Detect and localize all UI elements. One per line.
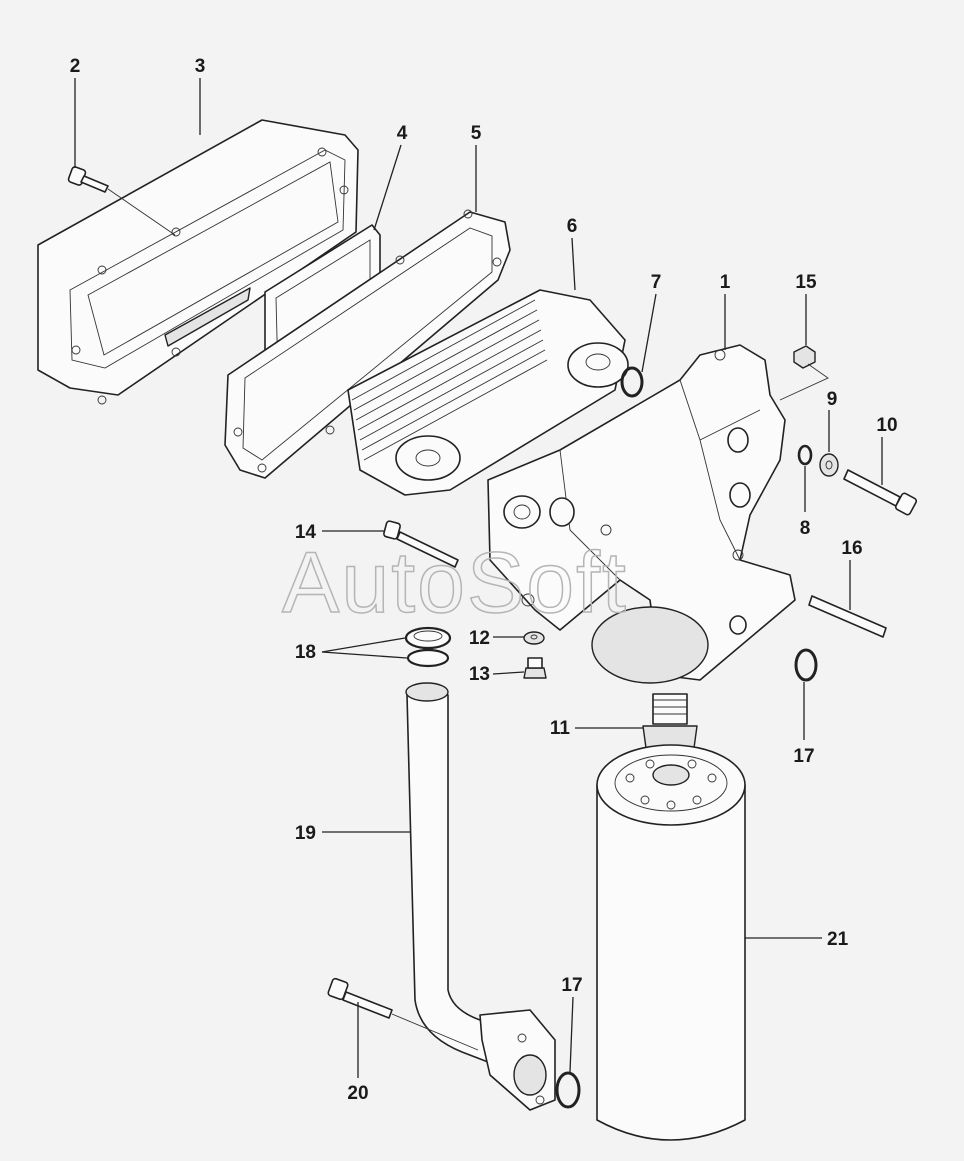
part-19-oil-pipe (405, 682, 556, 1111)
callout-5: 5 (471, 123, 482, 144)
part-9-washer (819, 453, 839, 477)
part-6-cooler-core (347, 289, 629, 496)
callout-20: 20 (347, 1083, 368, 1104)
part-15-nut (779, 345, 829, 401)
callout-7: 7 (651, 272, 662, 293)
callout-2: 2 (70, 56, 81, 77)
callout-17-lower: 17 (561, 975, 582, 996)
callout-8: 8 (800, 518, 811, 539)
callout-9: 9 (827, 389, 838, 410)
part-7-o-ring (620, 366, 644, 398)
part-18-seals (404, 626, 452, 668)
part-1-housing (487, 344, 796, 684)
callout-15: 15 (795, 272, 817, 293)
part-14-bolt (383, 520, 459, 568)
part-2-bolt (67, 166, 176, 236)
part-5-gasket (224, 209, 511, 479)
part-8-o-ring (797, 444, 813, 466)
callout-11: 11 (550, 718, 571, 739)
callout-3: 3 (195, 56, 206, 77)
callout-10: 10 (876, 415, 897, 436)
callout-18: 18 (295, 642, 316, 663)
part-13-plug (523, 657, 547, 679)
callout-6: 6 (567, 216, 578, 237)
part-3-cooler-cover (37, 119, 359, 405)
callout-13: 13 (469, 664, 490, 685)
watermark-text: AutoSoft (282, 535, 628, 631)
callout-14: 14 (295, 522, 317, 543)
callout-4: 4 (397, 123, 408, 144)
callout-21: 21 (827, 929, 849, 950)
callout-1: 1 (720, 272, 731, 293)
callout-12: 12 (469, 628, 490, 649)
callout-19: 19 (295, 823, 316, 844)
part-16-stud (808, 595, 887, 638)
part-17-o-ring-lower (555, 1071, 581, 1109)
callout-17-upper: 17 (793, 746, 814, 767)
callout-16: 16 (841, 538, 862, 559)
part-10-bolt (843, 469, 918, 516)
part-21-oil-filter (596, 744, 746, 1141)
part-17-o-ring-upper (794, 648, 818, 682)
part-20-bolt (327, 977, 479, 1051)
part-12-washer (523, 631, 545, 645)
leader-lines (74, 78, 883, 1078)
